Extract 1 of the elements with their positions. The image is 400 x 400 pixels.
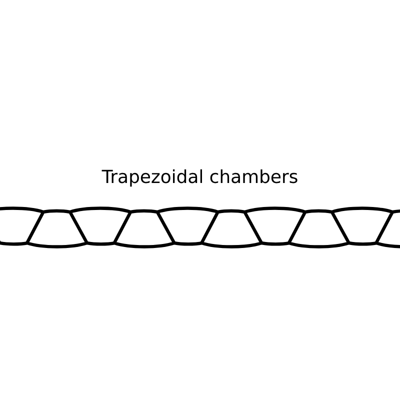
title: Trapezoidal chambers <box>102 169 298 187</box>
